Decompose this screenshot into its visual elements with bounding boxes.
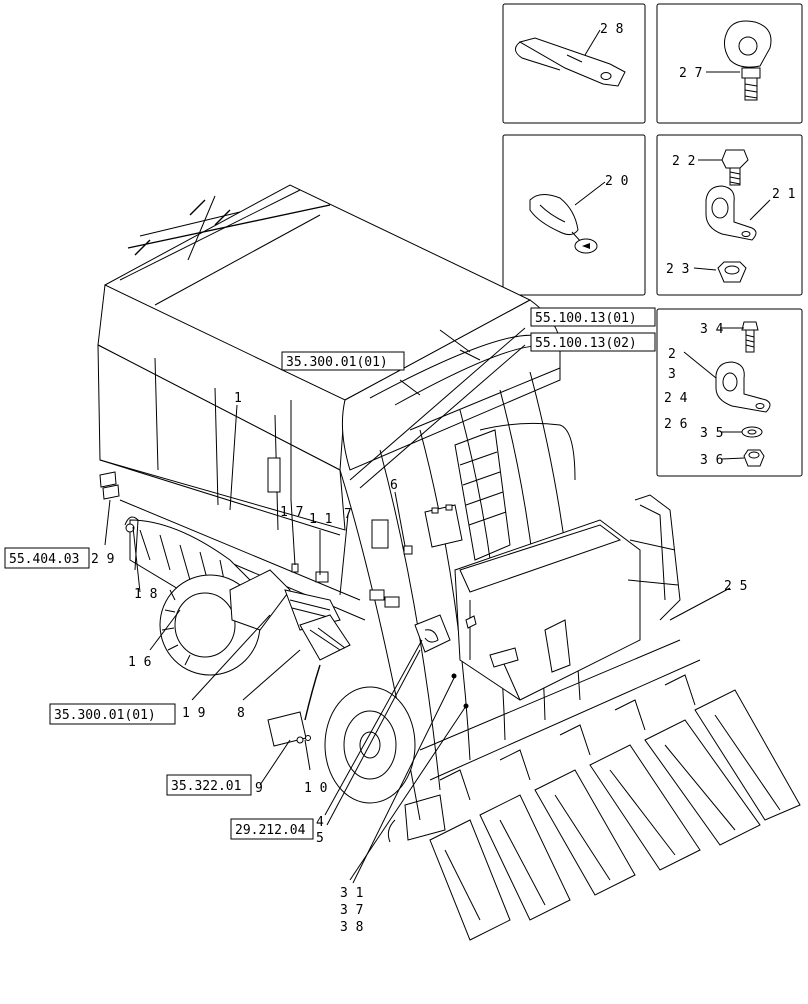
label-3: 3 xyxy=(668,367,676,382)
ref-box-35-300-01-bottom[interactable]: 35.300.01(01) xyxy=(49,703,176,725)
callout-9: 9 xyxy=(255,781,263,796)
callout-25: 2 5 xyxy=(724,579,747,594)
callout-37: 3 7 xyxy=(340,903,363,918)
label-2: 2 xyxy=(668,347,676,362)
cotton-picker-drawing xyxy=(97,184,801,941)
inset-panel-21: 2 2 2 1 2 3 xyxy=(656,134,803,296)
ref-box-55-100-13-02[interactable]: 55.100.13(02) xyxy=(530,332,656,352)
callout-38: 3 8 xyxy=(340,920,363,935)
svg-text:35.300.01(01): 35.300.01(01) xyxy=(54,708,156,723)
label-35: 3 5 xyxy=(700,426,723,441)
inset-panel-20: 2 0 xyxy=(502,134,646,296)
callout-6: 6 xyxy=(390,478,398,493)
label-26: 2 6 xyxy=(664,417,687,432)
callout-8: 8 xyxy=(237,706,245,721)
label-34: 3 4 xyxy=(700,322,724,337)
inset-panel-27: 2 7 xyxy=(656,3,803,124)
callout-11: 1 1 xyxy=(309,512,332,527)
callout-19: 1 9 xyxy=(182,706,205,721)
svg-text:35.300.01(01): 35.300.01(01) xyxy=(286,355,388,370)
svg-text:35.322.01: 35.322.01 xyxy=(171,779,241,794)
label-22: 2 2 xyxy=(672,154,695,169)
label-36: 3 6 xyxy=(700,453,723,468)
ref-box-29-212-04[interactable]: 29.212.04 xyxy=(230,818,314,840)
inset-panel-28: 2 8 xyxy=(502,3,646,124)
svg-text:55.404.03: 55.404.03 xyxy=(9,552,79,567)
callout-18: 1 8 xyxy=(134,587,157,602)
callout-5: 5 xyxy=(316,831,324,846)
label-23: 2 3 xyxy=(666,262,689,277)
label-20: 2 0 xyxy=(605,174,628,189)
svg-text:29.212.04: 29.212.04 xyxy=(235,823,306,838)
ref-box-35-322-01[interactable]: 35.322.01 xyxy=(166,774,252,796)
callout-16: 1 6 xyxy=(128,655,151,670)
label-27: 2 7 xyxy=(679,66,702,81)
label-28: 2 8 xyxy=(600,22,623,37)
label-24: 2 4 xyxy=(664,391,688,406)
callout-leaders xyxy=(104,327,731,884)
ref-box-55-404-03[interactable]: 55.404.03 xyxy=(4,547,90,569)
inset-panel-clamp: 3 4 2 3 2 4 2 6 3 5 3 6 xyxy=(656,308,803,477)
ref-box-55-100-13-01[interactable]: 55.100.13(01) xyxy=(530,307,656,327)
svg-text:55.100.13(02): 55.100.13(02) xyxy=(535,336,637,351)
callout-10: 1 0 xyxy=(304,781,327,796)
callout-29: 2 9 xyxy=(91,552,114,567)
label-21: 2 1 xyxy=(772,187,795,202)
svg-text:55.100.13(01): 55.100.13(01) xyxy=(535,311,637,326)
callout-numbers: 1 6 7 1 1 1 7 2 9 1 8 1 6 1 9 8 9 1 0 4 … xyxy=(91,391,747,935)
callout-17: 1 7 xyxy=(280,505,303,520)
callout-7: 7 xyxy=(344,507,352,522)
callout-4: 4 xyxy=(316,815,324,830)
callout-31: 3 1 xyxy=(340,886,363,901)
ref-box-35-300-01-top[interactable]: 35.300.01(01) xyxy=(281,351,405,371)
callout-1: 1 xyxy=(234,391,242,406)
